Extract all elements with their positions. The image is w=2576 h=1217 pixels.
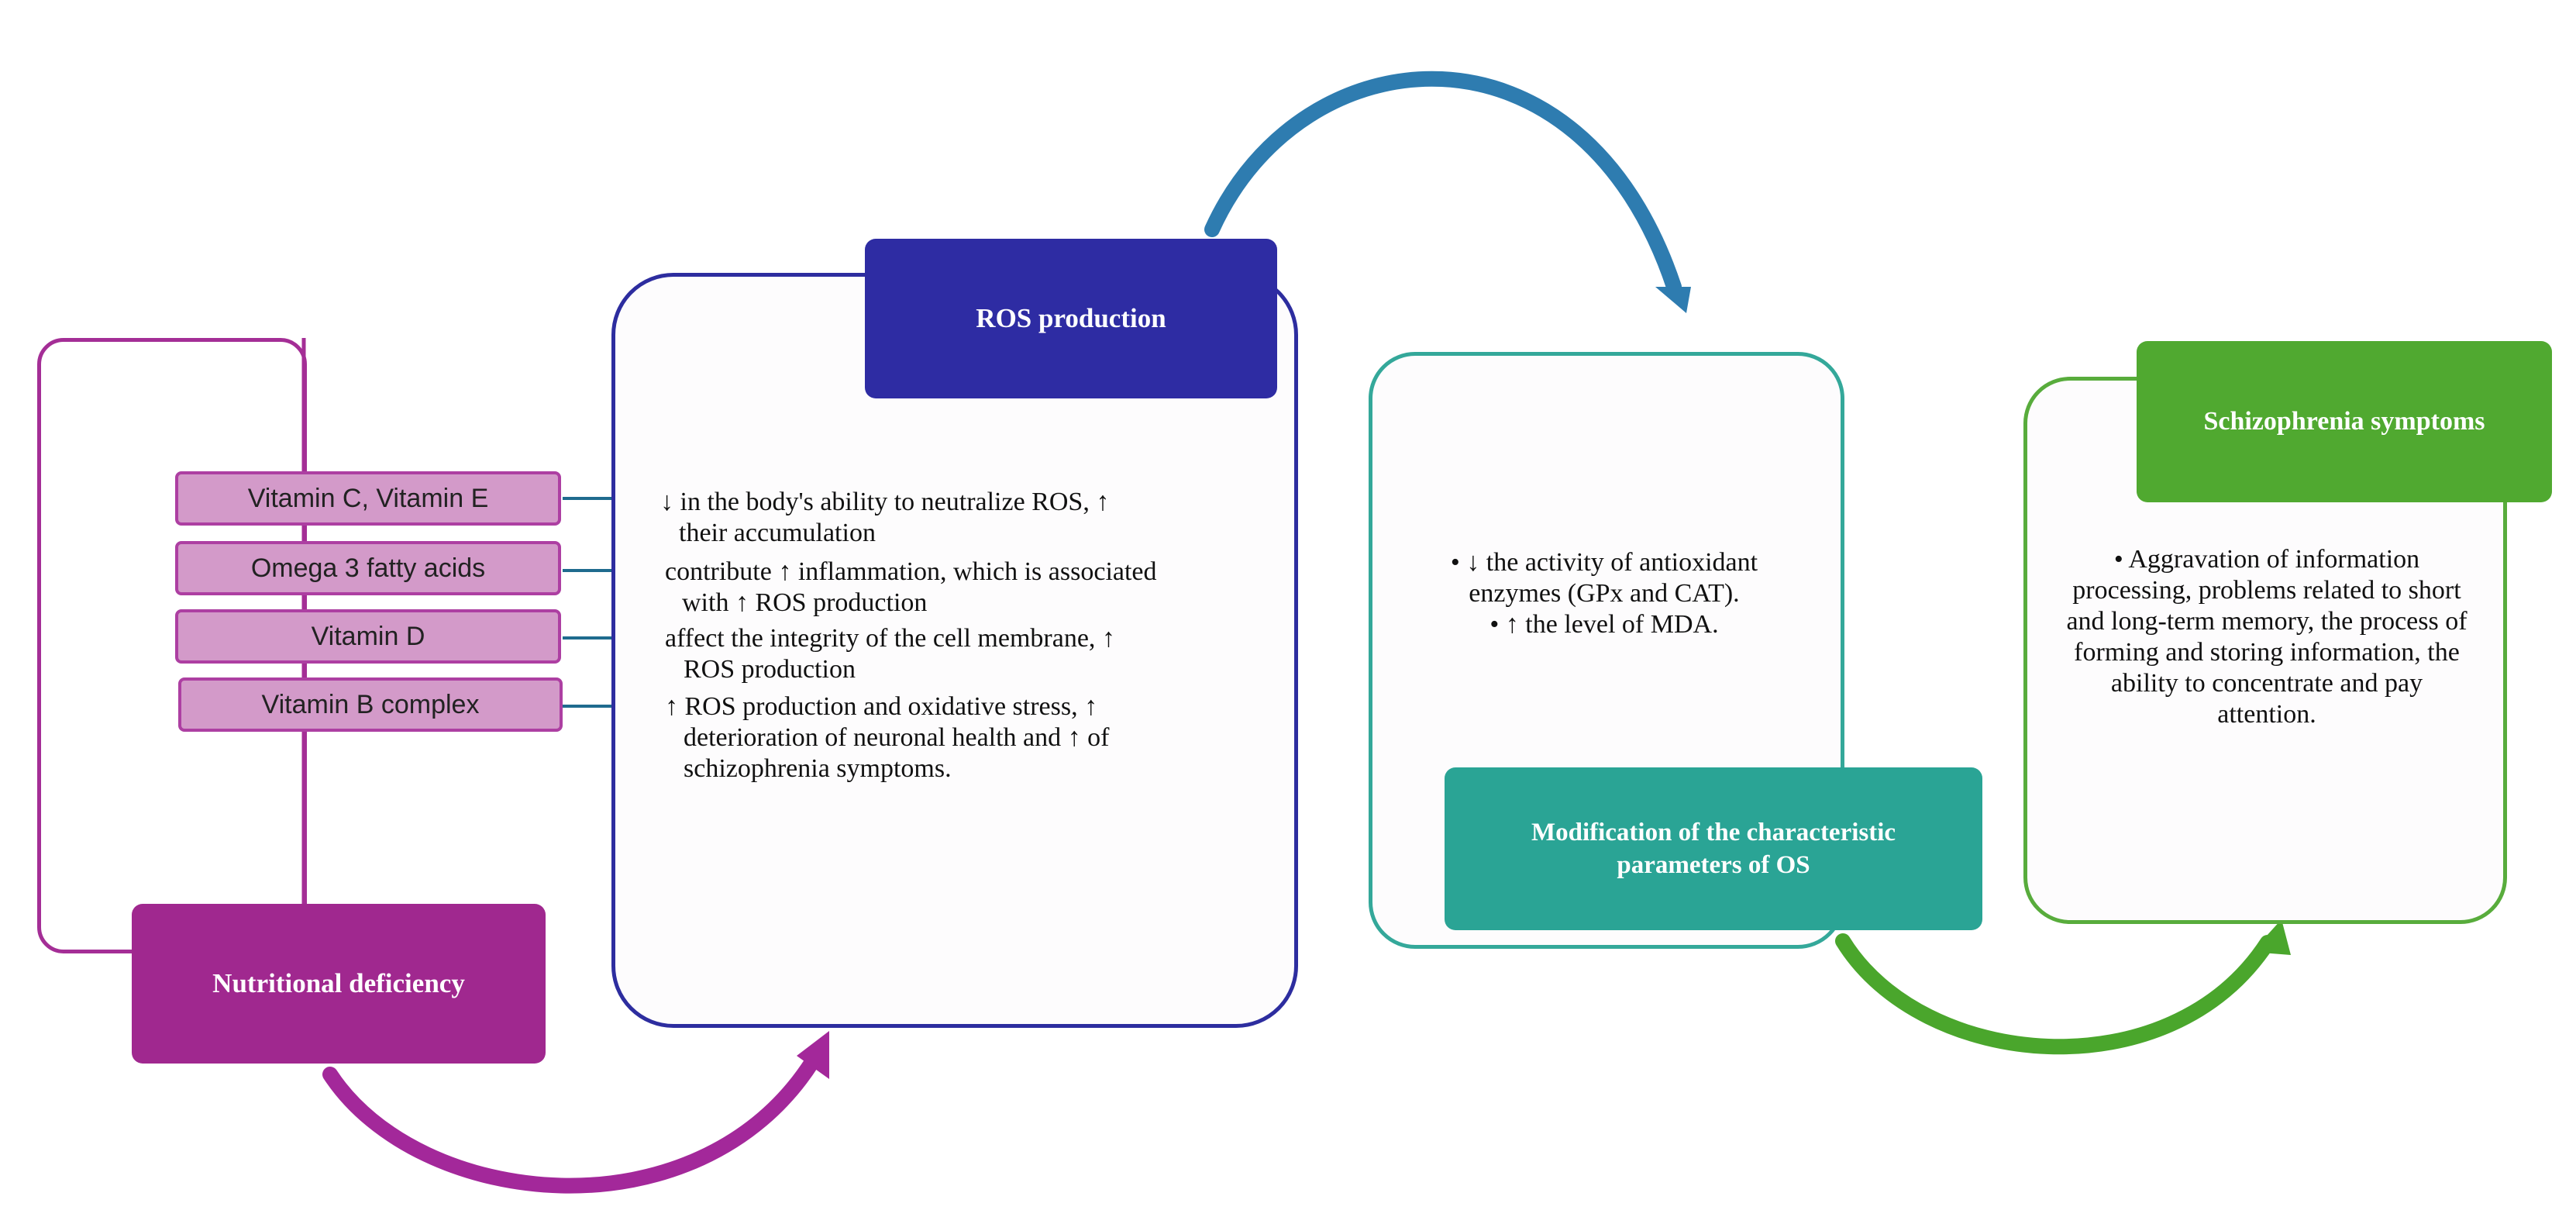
ros-effect-line: with ↑ ROS production xyxy=(682,588,928,617)
list-item: • ↓ the activity of antioxidant enzymes … xyxy=(1450,548,1758,608)
ros-effect-line: contribute ↑ inflammation, which is asso… xyxy=(665,557,1157,586)
list-item: • ↑ the level of MDA. xyxy=(1489,610,1719,639)
ros-to-os-arrowhead xyxy=(1655,287,1691,313)
nutrient-pill: Vitamin D xyxy=(175,609,561,664)
ros-effect-line: affect the integrity of the cell membran… xyxy=(665,624,1115,653)
os-to-schizophrenia-arrowhead xyxy=(2252,919,2291,955)
list-item: • Aggravation of information processing,… xyxy=(2066,545,2468,729)
ros-effect-text: affect the integrity of the cell membran… xyxy=(665,623,1254,685)
schizophrenia-header: Schizophrenia symptoms xyxy=(2137,341,2552,502)
ros-frame xyxy=(611,273,1298,1028)
os-to-schizophrenia-arrow xyxy=(1835,933,2275,1055)
ros-effect-line: ↓ in the body's ability to neutralize RO… xyxy=(660,488,1110,516)
schizophrenia-symptom-list: • Aggravation of information processing,… xyxy=(2061,544,2472,730)
nutrition-to-ros-arrowhead xyxy=(797,1031,829,1079)
ros-effect-text: ↓ in the body's ability to neutralize RO… xyxy=(660,487,1249,549)
nutrient-pill: Vitamin C, Vitamin E xyxy=(175,471,561,526)
ros-effect-line: deterioration of neuronal health and ↑ o… xyxy=(684,723,1110,783)
ros-header: ROS production xyxy=(865,239,1277,398)
os-parameter-list: • ↓ the activity of antioxidant enzymes … xyxy=(1410,547,1798,640)
ros-effect-line: ROS production xyxy=(684,655,856,684)
ros-to-os-arrow xyxy=(1204,71,1682,295)
os-header: Modification of the characteristic param… xyxy=(1445,767,1982,930)
nutrient-pill: Vitamin B complex xyxy=(178,677,563,732)
ros-effect-line: ↑ ROS production and oxidative stress, ↑ xyxy=(665,692,1098,721)
nutrition-header: Nutritional deficiency xyxy=(132,904,546,1064)
nutrition-to-ros-arrow xyxy=(322,1054,820,1194)
nutrient-pill: Omega 3 fatty acids xyxy=(175,541,561,595)
ros-effect-text: ↑ ROS production and oxidative stress, ↑… xyxy=(665,691,1254,784)
ros-effect-line: their accumulation xyxy=(679,519,876,547)
ros-effect-text: contribute ↑ inflammation, which is asso… xyxy=(665,557,1254,619)
